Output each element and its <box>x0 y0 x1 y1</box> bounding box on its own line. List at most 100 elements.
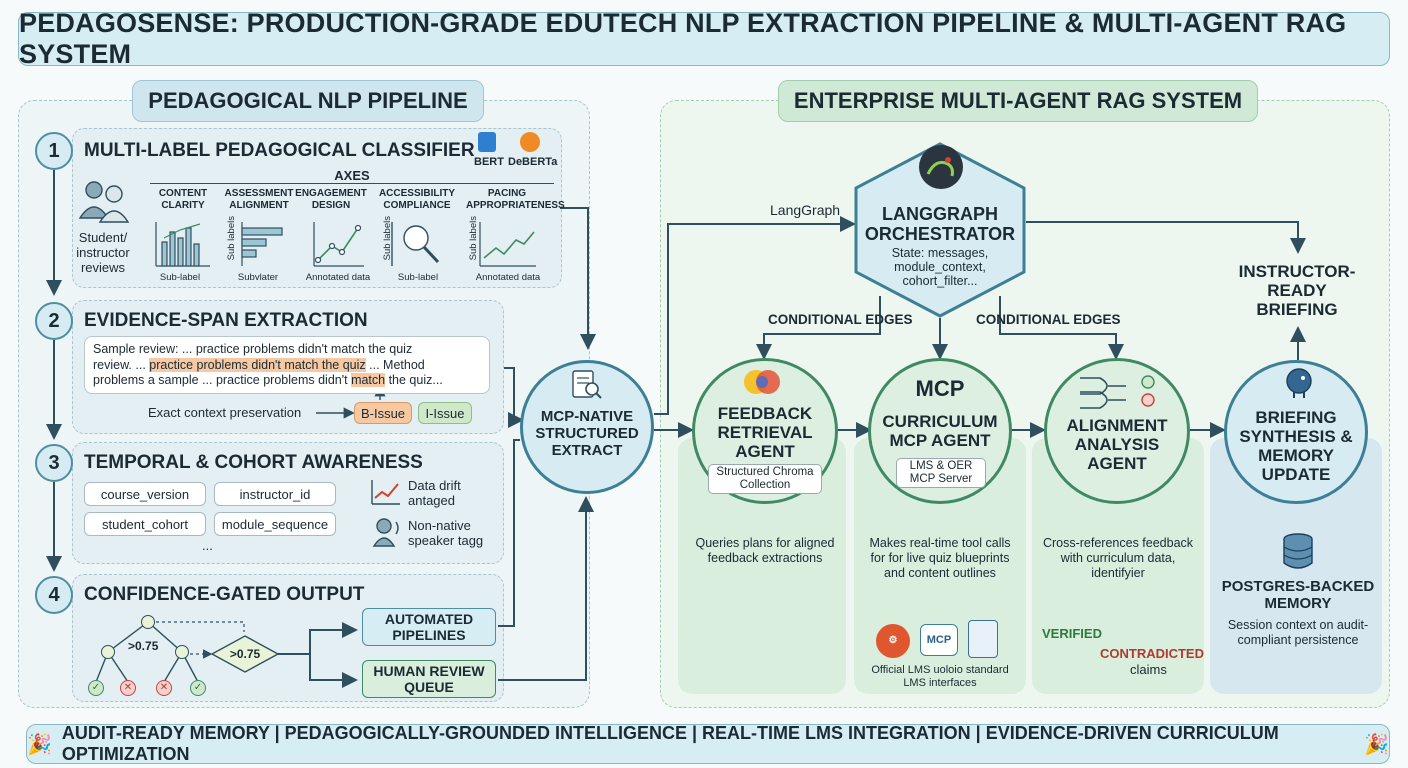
feedback-agent-desc: Queries plans for aligned feedback extra… <box>695 536 835 565</box>
side-label-2: Sub labels <box>382 216 393 261</box>
party-popper-icon: 🎉 <box>1364 733 1389 756</box>
field-course-version: course_version <box>84 482 206 506</box>
alignment-agent-title: ALIGNMENT ANALYSIS AGENT <box>1066 416 1168 473</box>
caption-1: Sub-label <box>159 272 201 283</box>
users-icon <box>78 181 130 223</box>
step1-number: 1 <box>35 132 73 170</box>
caption-3: Annotated data <box>305 272 371 283</box>
step3-title: TEMPORAL & COHORT AWARENESS <box>84 452 423 473</box>
threshold-label-2: >0.75 <box>229 647 261 661</box>
lms-tool-icon: ⚙ <box>876 624 910 658</box>
step2-number: 2 <box>35 302 73 340</box>
field-module-sequence: module_sequence <box>214 512 336 536</box>
contradicted-label: CONTRADICTED <box>1100 646 1204 661</box>
logic-gate-icon <box>1080 375 1155 409</box>
review-line-1: Sample review: ... practice problems did… <box>93 342 413 356</box>
axes-label: AXES <box>150 168 554 184</box>
party-popper-icon: 🎉 <box>27 733 52 756</box>
postgres-elephant-icon <box>1286 368 1312 398</box>
side-label-3: Sub labels <box>468 216 479 261</box>
i-issue-tag: I-Issue <box>418 402 472 424</box>
speaker-tag-label: Non-native speaker tagg <box>408 518 484 548</box>
context-preservation-label: Exact context preservation <box>148 405 302 420</box>
curriculum-agent-foot: Official LMS uoloio standard LMS interfa… <box>871 664 1009 689</box>
step3-number: 3 <box>35 444 73 482</box>
langgraph-logo-icon <box>919 145 963 189</box>
caption-2: Subvlater <box>237 272 279 283</box>
conditional-edges-right: CONDITIONAL EDGES <box>976 312 1121 327</box>
review-sample-box: Sample review: ... practice problems did… <box>84 336 490 394</box>
match-highlight: match <box>351 373 386 387</box>
step4-number: 4 <box>35 576 73 614</box>
mcp-extract-node <box>520 360 654 494</box>
step1-title: MULTI-LABEL PEDAGOGICAL CLASSIFIER <box>84 140 475 161</box>
input-label: Student/ instructor reviews <box>76 230 130 275</box>
conditional-edges-left: CONDITIONAL EDGES <box>768 312 913 327</box>
field-student-cohort: student_cohort <box>84 512 206 536</box>
check-icon: ✓ <box>88 680 104 696</box>
fields-ellipsis: ... <box>202 538 213 553</box>
verified-label: VERIFIED <box>1042 626 1102 641</box>
automated-pipelines-box: AUTOMATED PIPELINES <box>362 608 496 646</box>
speaker-icon <box>372 518 399 547</box>
caption-4: Sub-label <box>397 272 439 283</box>
feedback-agent-title: FEEDBACK RETRIEVAL AGENT <box>717 404 813 461</box>
threshold-label-1: >0.75 <box>128 639 159 653</box>
page-title: PEDAGOSENSE: PRODUCTION-GRADE EDUTECH NL… <box>19 8 1347 69</box>
right-panel-heading: ENTERPRISE MULTI-AGENT RAG SYSTEM <box>778 80 1258 122</box>
axis-pacing-appropriateness: PACING APPROPRIATENESS <box>466 188 565 211</box>
footer-banner: 🎉 AUDIT-READY MEMORY | PEDAGOGICALLY-GRO… <box>26 723 1390 764</box>
bert-icon <box>478 132 496 152</box>
postgres-memory-title: POSTGRES-BACKED MEMORY <box>1221 578 1375 612</box>
bert-label: BERT <box>474 156 504 168</box>
step2-title: EVIDENCE-SPAN EXTRACTION <box>84 310 368 331</box>
orchestrator-hexagon <box>854 142 1026 318</box>
tree-node-right <box>175 645 189 659</box>
field-instructor-id: instructor_id <box>214 482 336 506</box>
certificate-icon <box>968 620 998 658</box>
cross-icon: ✕ <box>156 680 172 696</box>
orchestrator-title: LANGGRAPH ORCHESTRATOR <box>864 204 1016 244</box>
alignment-agent-node <box>1044 358 1190 504</box>
deberta-icon <box>520 132 540 152</box>
database-icon <box>1283 533 1313 569</box>
axis-assessment-alignment: ASSESSMENT ALIGNMENT <box>224 188 294 211</box>
claims-label: claims <box>1130 662 1167 677</box>
curriculum-agent-title: CURRICULUM MCP AGENT <box>882 412 998 450</box>
deberta-label: DeBERTa <box>508 156 558 168</box>
evidence-span-highlight: practice problems didn't match the quiz <box>149 357 366 372</box>
postgres-memory-desc: Session context on audit-compliant persi… <box>1227 618 1369 647</box>
curriculum-agent-node <box>868 358 1012 504</box>
review-line-3: problems a sample ... practice problems … <box>93 373 443 387</box>
instructor-briefing-label: INSTRUCTOR-READY BRIEFING <box>1238 262 1356 319</box>
tree-root-node <box>141 615 155 629</box>
cross-icon: ✕ <box>120 680 136 696</box>
title-banner: PEDAGOSENSE: PRODUCTION-GRADE EDUTECH NL… <box>18 8 1390 69</box>
lms-oer-server-badge: LMS & OER MCP Server <box>896 458 986 488</box>
curriculum-agent-desc: Makes real-time tool calls for for live … <box>869 536 1011 580</box>
briefing-synthesis-title: BRIEFING SYNTHESIS & MEMORY UPDATE <box>1239 408 1353 484</box>
alignment-agent-desc: Cross-references feedback with curriculu… <box>1042 536 1194 580</box>
langgraph-edge-label: LangGraph <box>770 202 841 218</box>
tree-node-left <box>101 645 115 659</box>
mcp-extract-label: MCP-NATIVE STRUCTURED EXTRACT <box>535 408 639 459</box>
footer-text: AUDIT-READY MEMORY | PEDAGOGICALLY-GROUN… <box>61 723 1279 764</box>
chroma-collection-badge: Structured Chroma Collection <box>708 464 822 494</box>
axis-engagement-design: ENGAGEMENT DESIGN <box>295 188 367 211</box>
check-icon: ✓ <box>190 680 206 696</box>
data-drift-icon <box>371 480 400 505</box>
axis-accessibility-compliance: ACCESSIBILITY COMPLIANCE <box>378 188 456 211</box>
review-line-2: review. ... practice problems didn't mat… <box>93 357 425 372</box>
human-review-queue-box: HUMAN REVIEW QUEUE <box>362 660 496 698</box>
b-issue-tag: B-Issue <box>354 402 412 424</box>
side-label-1: Sub labels <box>226 216 237 261</box>
left-panel-heading: PEDAGOGICAL NLP PIPELINE <box>132 80 484 122</box>
caption-5: Annotated data <box>475 272 541 283</box>
threshold-diamond <box>210 635 280 673</box>
axis-mini-charts <box>155 222 536 267</box>
orchestrator-state: State: messages, module_context, cohort_… <box>891 246 989 288</box>
mcp-tool-icon: MCP <box>920 624 958 656</box>
chroma-logo-icon <box>744 370 780 394</box>
axis-content-clarity: CONTENT CLARITY <box>158 188 208 211</box>
data-drift-label: Data drift antaged <box>408 478 461 508</box>
